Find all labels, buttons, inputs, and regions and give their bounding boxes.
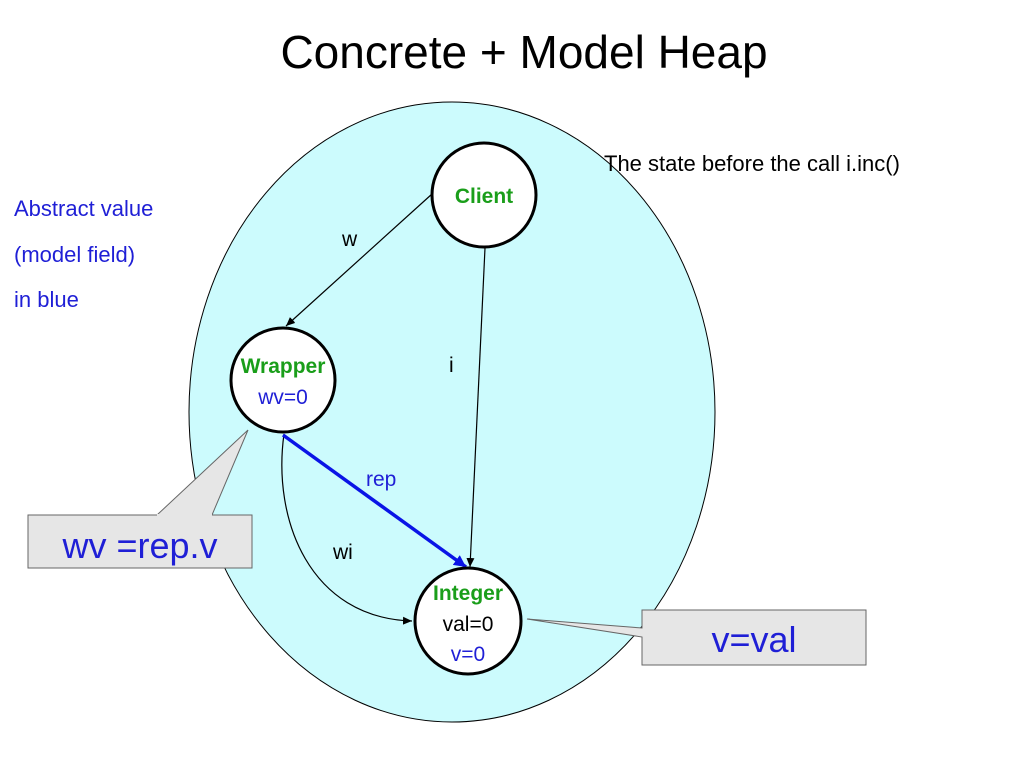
- edge-wi: [281, 433, 413, 625]
- node-wrapper: Wrapper wv=0: [229, 326, 337, 434]
- node-client: Client: [430, 141, 538, 249]
- edge-label-wi: wi: [332, 541, 353, 564]
- heap-region: [188, 101, 716, 723]
- node-integer-field: val=0: [443, 613, 494, 636]
- callout-integer-text: v=val: [711, 619, 796, 660]
- node-wrapper-name: Wrapper: [241, 355, 326, 378]
- page-title: Concrete + Model Heap: [280, 26, 767, 78]
- callout-wrapper: wv =rep.v: [27, 429, 253, 569]
- edge-w: [285, 193, 433, 327]
- edge-label-w: w: [341, 228, 358, 251]
- callout-wrapper-text: wv =rep.v: [61, 525, 217, 566]
- node-wrapper-field: wv=0: [257, 386, 308, 409]
- edge-rep: [281, 433, 468, 569]
- edge-label-rep: rep: [366, 468, 396, 491]
- node-client-name: Client: [455, 185, 513, 208]
- node-integer-name: Integer: [433, 582, 503, 605]
- state-note: The state before the call i.inc(): [604, 151, 900, 176]
- legend-line-2: (model field): [14, 242, 135, 267]
- callout-integer: v=val: [526, 609, 867, 666]
- edge-i: [466, 247, 486, 568]
- legend-line-3: in blue: [14, 287, 79, 312]
- node-integer: Integer val=0 v=0: [413, 566, 523, 676]
- legend: Abstract value (model field) in blue: [14, 196, 153, 312]
- legend-line-1: Abstract value: [14, 196, 153, 221]
- node-integer-model: v=0: [451, 643, 485, 666]
- edge-label-i: i: [449, 354, 454, 377]
